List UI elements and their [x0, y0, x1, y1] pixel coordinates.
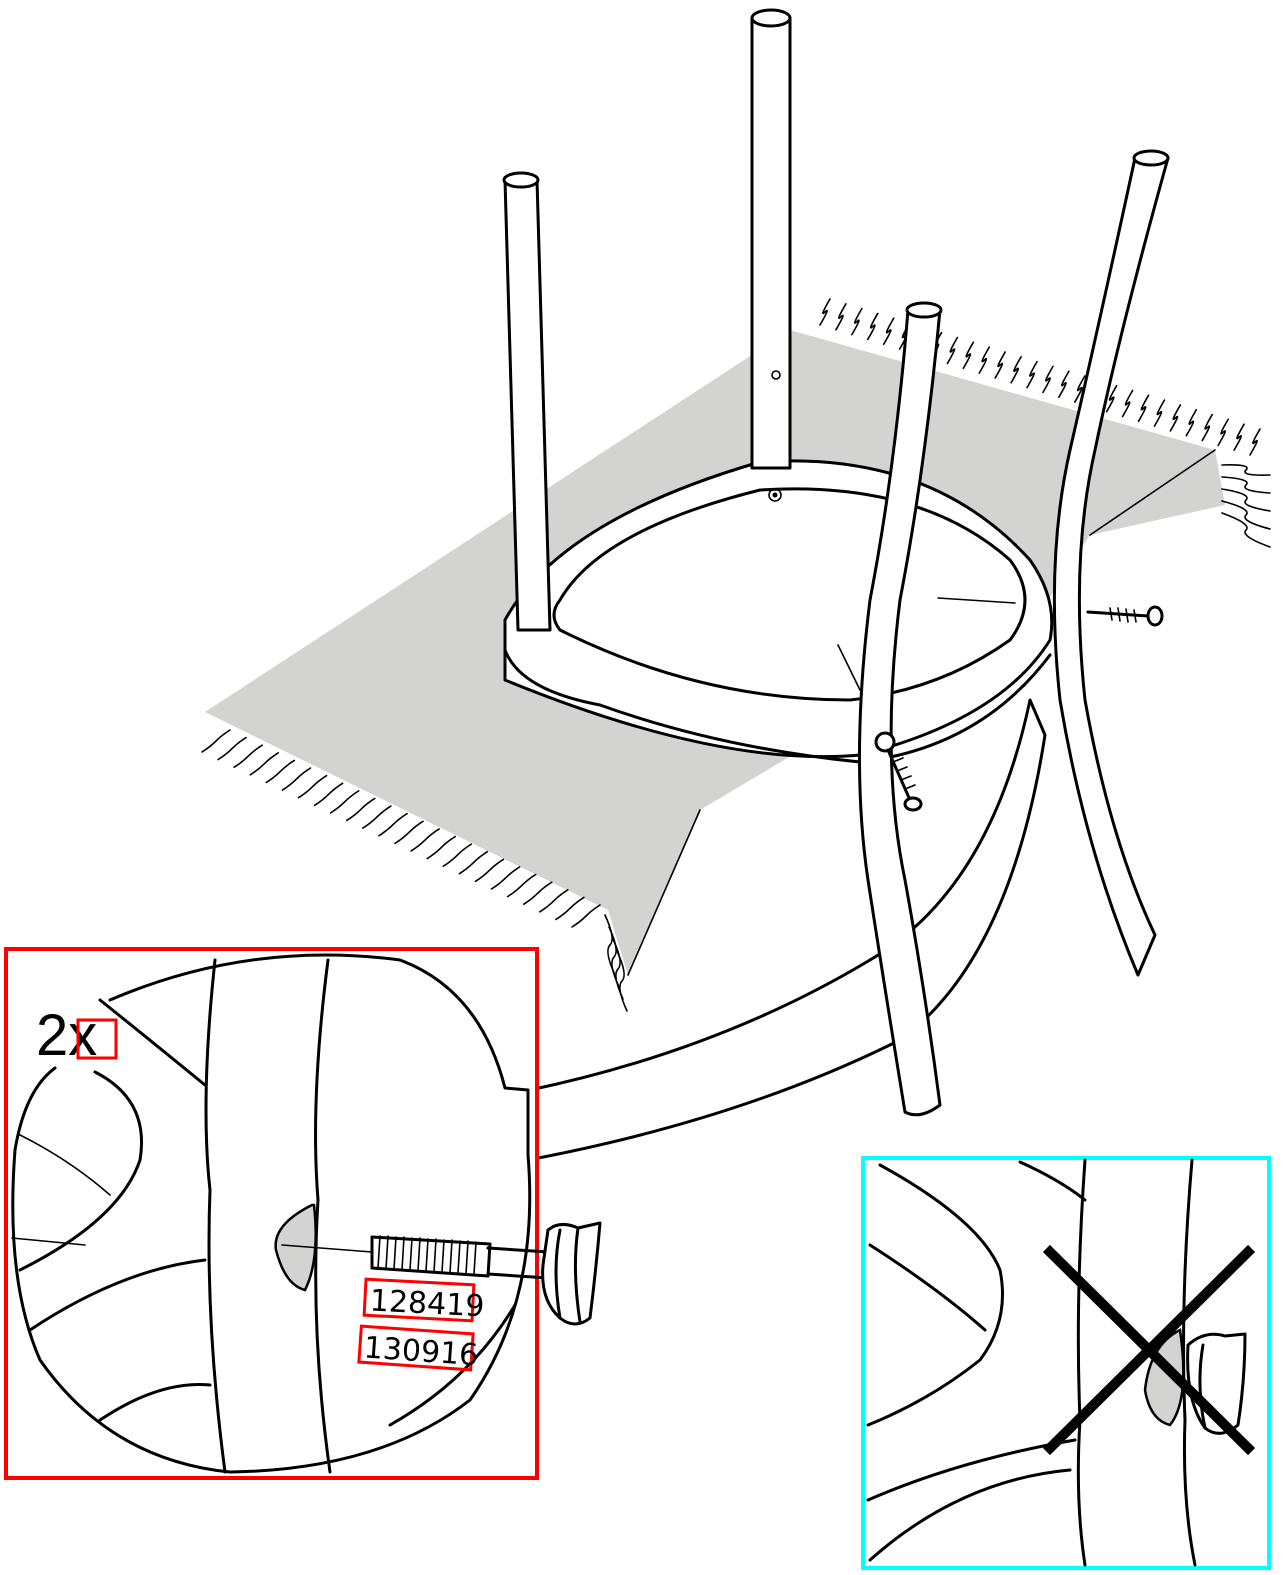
- fringe-strand: [394, 820, 424, 845]
- fringe-strand: [1121, 389, 1134, 418]
- fringe-strand: [281, 767, 312, 791]
- fringe-strand: [1185, 408, 1198, 437]
- fringe-strand: [1010, 355, 1022, 384]
- fringe-strand: [571, 904, 601, 928]
- hole-shadow: [274, 1203, 317, 1292]
- fringe-strand: [851, 307, 863, 336]
- fringe-strand: [1201, 413, 1214, 442]
- part-number-1: 128419: [369, 1283, 485, 1324]
- fringe-strand: [362, 805, 392, 829]
- fringe-strand: [378, 812, 408, 837]
- callout-frame: [4, 947, 539, 1480]
- bolt: [370, 1221, 602, 1326]
- fringe-strand: [490, 866, 521, 890]
- back-leg-right: [1052, 156, 1170, 977]
- chair: [502, 8, 1170, 1162]
- fringe-strand: [978, 346, 991, 374]
- fringe-strand: [1137, 394, 1150, 423]
- fringe-strand: [329, 790, 360, 814]
- fringe-strand: [265, 759, 296, 784]
- seat-frame: [503, 459, 1054, 759]
- fringe-strand: [426, 835, 457, 860]
- wrong-orientation-inset: [861, 1156, 1271, 1570]
- cloth-fringe: [201, 298, 1271, 1012]
- fringe-strand: [474, 858, 505, 883]
- fringe-strand: [1074, 375, 1086, 403]
- part-number-box-2: [357, 1324, 475, 1372]
- fringe-strand: [1026, 360, 1038, 389]
- fringe-strand: [297, 774, 328, 799]
- fringe-strand: [819, 298, 831, 326]
- fringe-strand: [1221, 464, 1271, 476]
- magnifier-circle: [11, 953, 532, 1474]
- part-number-2: 130916: [363, 1330, 480, 1373]
- fringe-strand: [835, 303, 847, 331]
- fringe-strand: [1221, 488, 1271, 512]
- fringe-strand: [1217, 418, 1229, 447]
- screw-right: [1086, 605, 1164, 627]
- fringe-strand: [555, 896, 585, 921]
- fringe-strand: [866, 312, 879, 341]
- fringe-strand: [458, 850, 489, 875]
- fringe-strand: [616, 950, 628, 1012]
- fringe-strand: [994, 351, 1006, 379]
- fringe-strand: [1042, 365, 1054, 394]
- fringe-strand: [410, 828, 440, 852]
- fringe-strand: [345, 797, 376, 822]
- part-number-box-1: [362, 1277, 476, 1323]
- fringe-strand: [201, 729, 231, 753]
- fringe-strand: [1169, 404, 1182, 432]
- fringe-strand: [442, 843, 473, 867]
- fringe-strand: [1105, 384, 1118, 413]
- fringe-strand: [1221, 512, 1271, 548]
- back-leg-middle: [857, 308, 942, 1117]
- fringe-strand: [539, 888, 569, 913]
- fringe-strand: [962, 341, 975, 370]
- front-leg-center: [750, 16, 792, 470]
- fringe-strand: [233, 744, 263, 769]
- quantity-x-box: [76, 1018, 118, 1060]
- screw-left: [874, 731, 923, 812]
- fringe-strand: [882, 317, 895, 346]
- fringe-strand: [506, 873, 537, 898]
- fringe-strand: [313, 782, 344, 807]
- cross-x-icon: [1042, 1244, 1256, 1456]
- fringe-strand: [217, 736, 247, 761]
- fringe-strand: [1249, 428, 1261, 456]
- fringe-strand: [1221, 500, 1271, 530]
- fringe-strand: [249, 752, 280, 776]
- detail-callout: 2x 128419 130916: [4, 947, 602, 1480]
- fringe-strand: [1221, 476, 1271, 494]
- fringe-strand: [1233, 423, 1245, 451]
- fringe-strand: [522, 881, 553, 905]
- fringe-strand: [946, 336, 959, 365]
- fringe-strand: [1153, 399, 1166, 427]
- fringe-strand: [1058, 370, 1070, 399]
